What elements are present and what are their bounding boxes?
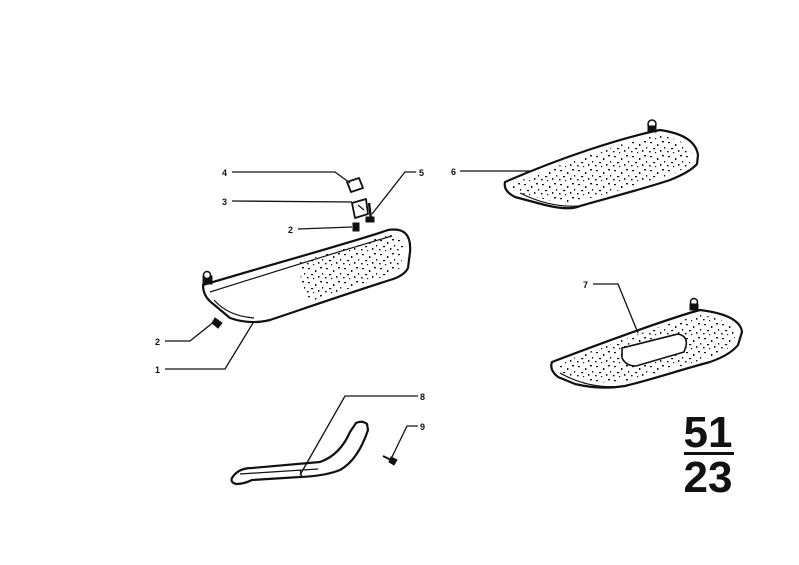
callout-6: 6 xyxy=(451,167,456,177)
vanity-mirror xyxy=(621,333,688,367)
group-code: 51 23 xyxy=(684,408,734,502)
clip-lower-icon xyxy=(211,317,223,329)
callout-5: 5 xyxy=(419,168,424,178)
clip-upper-icon xyxy=(352,222,360,232)
group-code-sub: 23 xyxy=(684,453,733,502)
cover-cap xyxy=(346,177,364,193)
left-sun-visor xyxy=(201,228,412,324)
right-sun-visor xyxy=(503,119,700,210)
callout-2-lower: 2 xyxy=(155,337,160,347)
mounting-bracket xyxy=(351,198,369,219)
leader-lines xyxy=(165,170,639,476)
callout-3: 3 xyxy=(222,197,227,207)
group-code-divider xyxy=(684,452,734,455)
handle-screw xyxy=(382,455,398,466)
callout-4: 4 xyxy=(222,168,227,178)
callout-9: 9 xyxy=(420,422,425,432)
screw xyxy=(365,202,375,223)
callout-8: 8 xyxy=(420,392,425,402)
callout-2-upper: 2 xyxy=(288,225,293,235)
right-sun-visor-mirror xyxy=(550,297,744,389)
group-code-main: 51 xyxy=(684,408,733,457)
callout-7: 7 xyxy=(583,280,588,290)
callout-1: 1 xyxy=(155,365,160,375)
